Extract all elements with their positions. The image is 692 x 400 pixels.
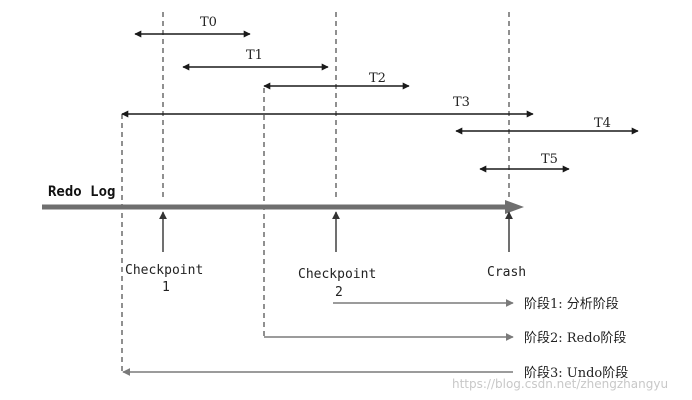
t0-label: T0 xyxy=(200,15,217,30)
phase1-label: 阶段1: 分析阶段 xyxy=(524,297,619,312)
crash-label: Crash xyxy=(487,265,526,280)
t2-label: T2 xyxy=(369,71,386,86)
watermark-text: https://blog.csdn.net/zhengzhangyu xyxy=(452,377,668,391)
phase3-label: 阶段3: Undo阶段 xyxy=(524,366,628,381)
checkpoint2-label: Checkpoint xyxy=(298,267,376,282)
t5-label: T5 xyxy=(541,152,558,167)
checkpoint1-label: Checkpoint xyxy=(125,263,203,278)
t1-label: T1 xyxy=(246,48,263,63)
redo-log-label: Redo Log xyxy=(48,184,115,200)
phase2-label: 阶段2: Redo阶段 xyxy=(524,331,626,346)
t3-label: T3 xyxy=(453,95,470,110)
t4-label: T4 xyxy=(594,116,611,131)
checkpoint2-number: 2 xyxy=(335,285,343,300)
redo-log-arrowhead xyxy=(505,200,524,214)
checkpoint1-number: 1 xyxy=(162,280,170,295)
